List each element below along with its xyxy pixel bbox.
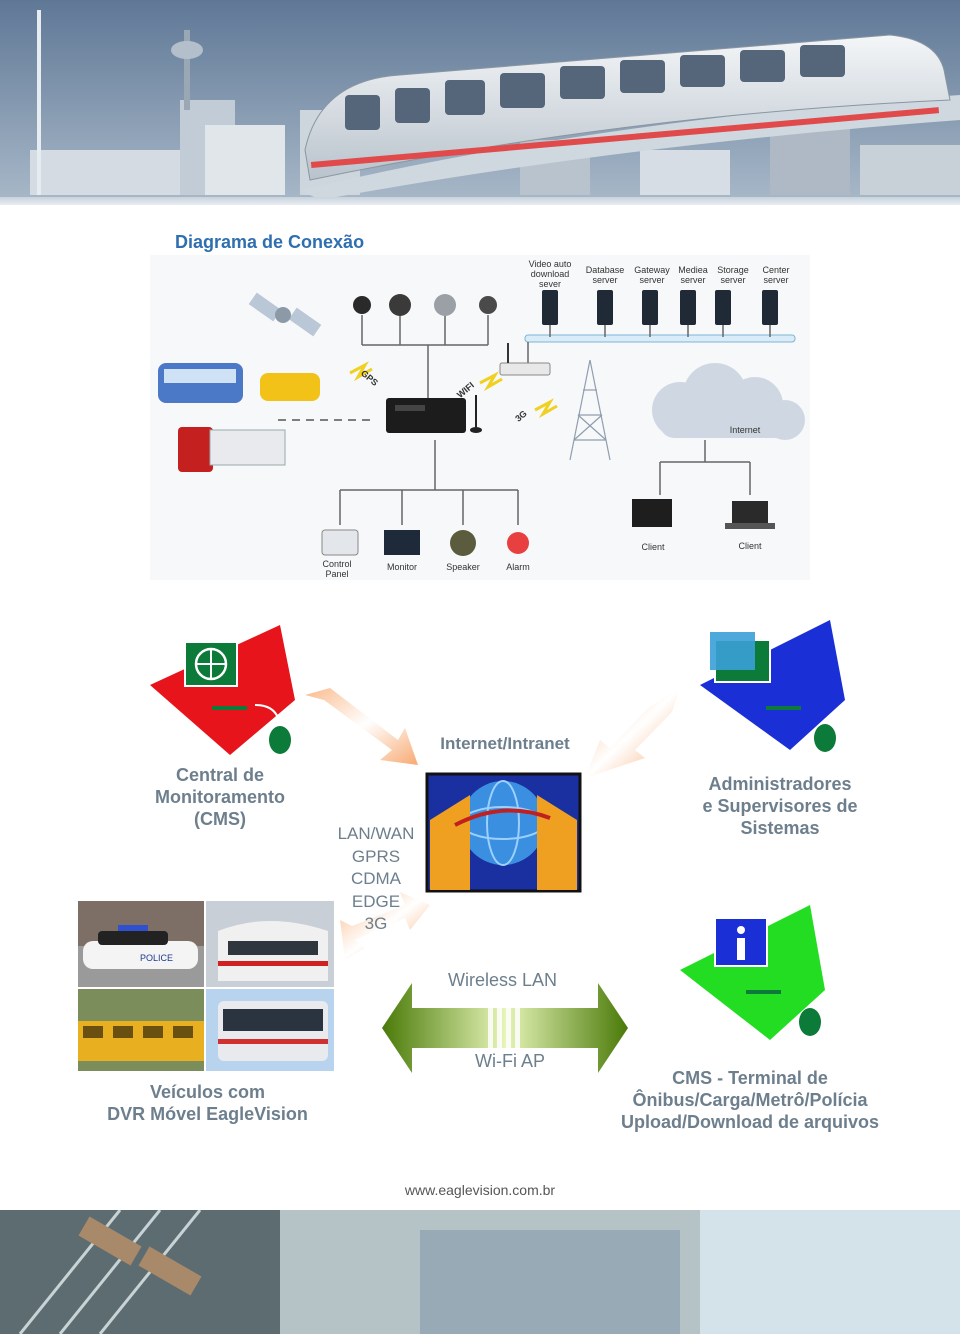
server-label: Gateway server [634,265,670,285]
wireless-lan-label: Wireless LAN [447,970,558,990]
client-label: Client [641,542,665,552]
internet-label: Internet/Intranet [440,734,570,753]
protocol-list: LAN/WAN GPRS CDMA EDGE 3G [337,824,415,933]
vehicles-label: Veículos com DVR Móvel EagleVision [107,1082,308,1124]
peripheral-label: Monitor [386,562,417,572]
client-label: Client [738,541,762,551]
server-label: Video auto download sever [528,259,572,289]
peripheral-label: Alarm [506,562,530,572]
monorail-photo [0,0,960,205]
server-label: Center server [762,265,790,285]
terminal-computer-icon [680,905,825,1040]
server-label: Mediea server [678,265,708,285]
cms-computer-icon [150,625,295,755]
wifi-ap-label: Wi-Fi AP [475,1051,545,1071]
admin-computer-icon [700,620,845,752]
peripheral-label: Control Panel [322,559,352,579]
connection-diagram: Video auto download sever Database serve… [150,255,810,580]
police-text: POLICE [140,953,173,963]
page-title: Diagrama de Conexão [175,232,365,252]
diagram-lines [158,290,805,556]
cms-label: Central de Monitoramento (CMS) [155,765,285,829]
admins-label: Administradores e Supervisores de Sistem… [702,774,858,838]
connection-scheme [150,620,845,1073]
server-label: Database server [585,265,625,285]
server-label: Storage server [717,265,749,285]
banner-divider [0,197,960,205]
vehicles-photo: POLICE [78,901,334,1071]
internet-cloud-label: Internet [729,425,761,435]
footer-banner [0,1210,960,1334]
terminal-label: CMS - Terminal de Ônibus/Carga/Metrô/Pol… [620,1068,880,1132]
circuit-board-photo [0,1210,960,1334]
peripheral-label: Speaker [446,562,480,572]
footer-url: www.eaglevision.com.br [404,1182,556,1198]
header-banner [0,0,960,205]
